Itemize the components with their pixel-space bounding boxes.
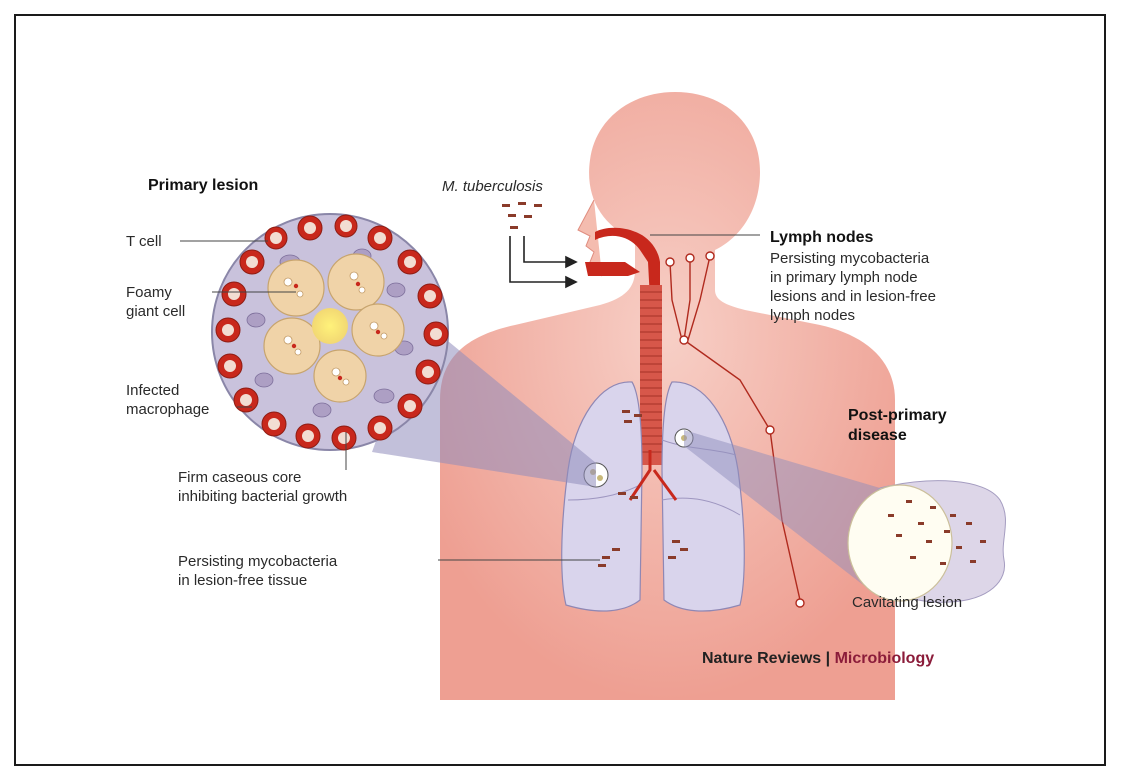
cavitating-lesion-label: Cavitating lesion — [852, 593, 962, 612]
primary-lesion-zoom — [212, 214, 448, 450]
lymph-nodes-line-4: lymph nodes — [770, 306, 855, 325]
lymph-nodes-title: Lymph nodes — [770, 228, 873, 248]
t-cell-label: T cell — [126, 232, 162, 251]
post-primary-title-1: Post-primary — [848, 406, 947, 426]
journal-name: Nature Reviews — [702, 650, 821, 667]
caseous-core-label-2: inhibiting bacterial growth — [178, 487, 347, 506]
persisting-label-2: in lesion-free tissue — [178, 571, 307, 590]
foamy-giant-cell-label-2: giant cell — [126, 302, 185, 321]
caseous-core-label-1: Firm caseous core — [178, 468, 301, 487]
persisting-label-1: Persisting mycobacteria — [178, 552, 337, 571]
journal-section: Microbiology — [835, 650, 935, 667]
primary-lesion-title: Primary lesion — [148, 176, 258, 196]
foamy-giant-cell-label-1: Foamy — [126, 283, 172, 302]
credit-separator: | — [826, 650, 830, 667]
infected-macrophage-label-2: macrophage — [126, 400, 209, 419]
inhalation-arrows — [510, 236, 576, 287]
pathogen-label: M. tuberculosis — [442, 177, 543, 196]
lymph-nodes-line-2: in primary lymph node — [770, 268, 918, 287]
lymph-nodes-line-3: lesions and in lesion-free — [770, 287, 936, 306]
infected-macrophage-label-1: Infected — [126, 381, 179, 400]
cavitating-lesion-zoom — [848, 481, 1005, 602]
lymph-nodes-line-1: Persisting mycobacteria — [770, 249, 929, 268]
airborne-bacteria — [502, 202, 542, 229]
journal-credit: Nature Reviews | Microbiology — [702, 650, 934, 668]
post-primary-title-2: disease — [848, 426, 907, 446]
